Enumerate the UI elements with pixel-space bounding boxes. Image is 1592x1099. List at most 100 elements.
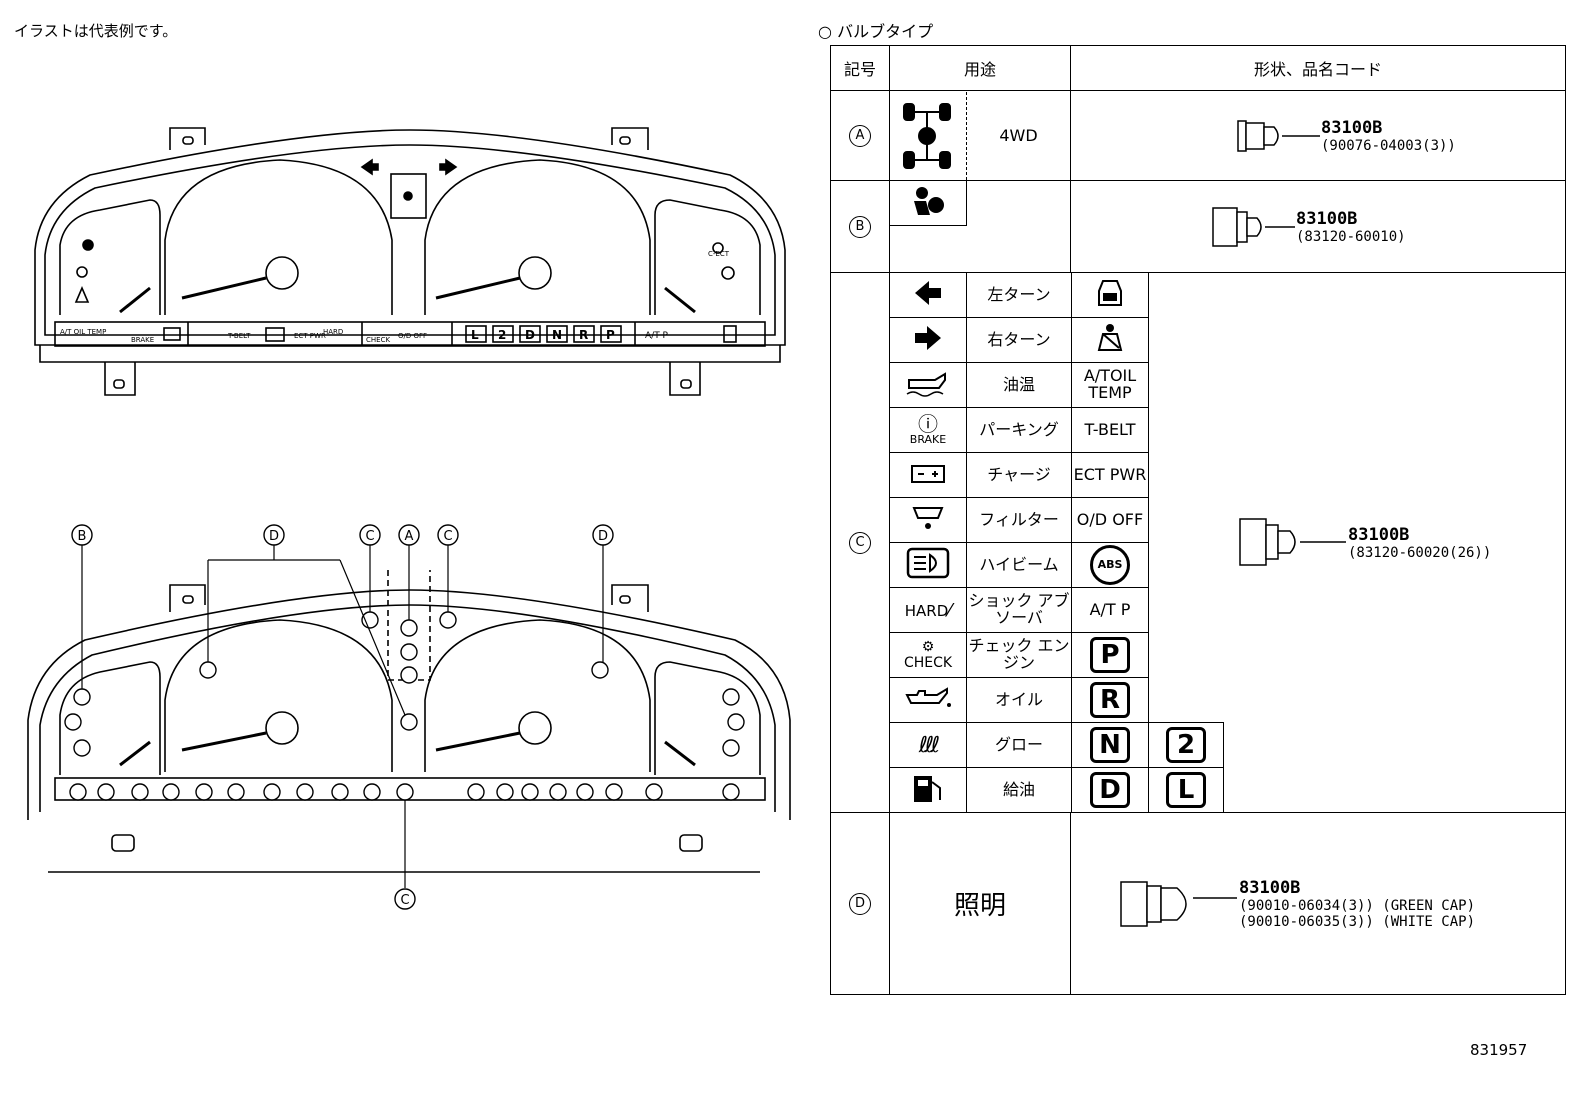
part-code-d-white: (90010-06035(3)) (WHITE CAP) xyxy=(1239,913,1476,930)
check-engine-icon: ⚙ xyxy=(921,639,935,655)
item-label: オイル xyxy=(966,677,1072,723)
shock-absorber-icon: ⁄ xyxy=(948,599,952,621)
illustration-note: イラストは代表例です。 xyxy=(14,22,178,40)
gear-n-icon: N xyxy=(1090,727,1130,763)
part-code-d-green: (90010-06034(3)) (GREEN CAP) xyxy=(1239,897,1476,914)
callout-markers: B D C A C D C xyxy=(71,524,614,910)
gear-r-icon: R xyxy=(1090,682,1130,718)
mark-d: D xyxy=(849,893,871,915)
callout-c-bottom: C xyxy=(394,888,416,910)
svg-text:C: C xyxy=(443,529,452,544)
svg-text:D: D xyxy=(269,529,279,544)
cluster-drawings: A/T OIL TEMP BRAKE T-BELT ECT PWR HARD C… xyxy=(27,127,791,910)
part-number-c: 83100B xyxy=(1348,524,1410,545)
high-beam-icon xyxy=(906,547,950,579)
panel-label-atoil: A/T OIL TEMP xyxy=(60,328,106,336)
right-turn-arrow-icon xyxy=(915,326,941,350)
callout-c-right: C xyxy=(437,524,459,546)
usage-illumination: 照明 xyxy=(889,812,1071,995)
table-row-b: B 83100B (83120-60010) xyxy=(830,180,1566,273)
part-number-b: 83100B xyxy=(1296,208,1358,229)
panel-label-ectpwr: ECT PWR xyxy=(294,332,326,340)
list-item: ハイビーム ABS xyxy=(889,542,1224,588)
header-usage: 用途 xyxy=(889,45,1071,91)
cluster-top-illustration xyxy=(34,127,786,396)
list-item: HARD⁄ ショック アブソーバ A/T P xyxy=(889,587,1224,633)
check-engine-icon-text: CHECK xyxy=(903,655,953,671)
socket-row-right xyxy=(467,783,740,801)
item-label: ショック アブソーバ xyxy=(966,587,1072,633)
mark-a: A xyxy=(849,125,871,147)
list-item: オイル R xyxy=(889,677,1224,723)
gear-p-icon: P xyxy=(1090,637,1130,673)
cluster-bottom-sockets xyxy=(64,611,745,801)
gear-d-icon: D xyxy=(1090,772,1130,808)
bulb-type-title-text: バルブタイプ xyxy=(837,22,934,41)
indicator-tbelt: T-BELT xyxy=(1071,407,1149,453)
socket-row-left xyxy=(69,783,414,801)
part-code-b: (83120-60010) xyxy=(1296,228,1406,245)
bulb-socket-capped-icon xyxy=(1120,880,1237,927)
part-code-a: (90076-04003(3)) xyxy=(1321,137,1456,154)
part-code-c: (83120-60020(26)) xyxy=(1348,544,1492,561)
cluster-top-labels: A/T OIL TEMP BRAKE T-BELT ECT PWR HARD C… xyxy=(60,250,730,344)
panel-label-brake: BRAKE xyxy=(131,336,154,344)
callout-d-left: D xyxy=(263,524,285,546)
gear-letter-n: N xyxy=(552,328,562,342)
indicator-atoil-temp: A/TOIL TEMP xyxy=(1071,362,1149,408)
gear-letter-l: L xyxy=(471,328,479,342)
callout-leaders xyxy=(81,545,604,888)
door-open-icon xyxy=(1098,280,1122,307)
list-item: 油温 A/TOIL TEMP xyxy=(889,362,1224,408)
item-label: グロー xyxy=(966,722,1072,768)
glow-plug-icon: ℓℓℓ xyxy=(918,732,940,758)
header-mark: 記号 xyxy=(830,45,890,91)
item-label: 油温 xyxy=(966,362,1072,408)
svg-text:C: C xyxy=(400,893,409,908)
item-label: ハイビーム xyxy=(966,542,1072,588)
bulb-type-table: 記号 用途 形状、品名コード A 4WD xyxy=(830,45,1566,995)
panel-label-atp: A/T P xyxy=(645,331,669,341)
list-item: 左ターン xyxy=(889,272,1224,318)
list-item: ⚙CHECK チェック エンジン P xyxy=(889,632,1224,678)
panel-label-cect: C-ECT xyxy=(708,250,730,258)
table-row-a: A 4WD 8 xyxy=(830,90,1566,181)
panel-label-odoff: O/D OFF xyxy=(398,332,427,340)
callout-d-right: D xyxy=(592,524,614,546)
gear-letter-d: D xyxy=(525,328,535,342)
panel-label-check: CHECK xyxy=(366,336,390,344)
abs-icon: ABS xyxy=(1090,545,1130,585)
bulb-socket-medium-icon xyxy=(1212,206,1295,247)
panel-label-tbelt: T-BELT xyxy=(227,332,251,340)
indicator-od-off: O/D OFF xyxy=(1071,497,1149,543)
list-item: ℓℓℓ グロー N 2 xyxy=(889,722,1224,768)
table-row-c: C 左ターン 右ターン 油温 xyxy=(830,272,1566,813)
gear-2-icon: 2 xyxy=(1166,727,1206,763)
gear-indicator-strip xyxy=(465,325,622,343)
fuel-pump-icon xyxy=(914,776,941,802)
gear-l-icon: L xyxy=(1166,772,1206,808)
item-label: 右ターン xyxy=(966,317,1072,363)
left-turn-arrow-icon xyxy=(915,281,941,305)
table-row-d: D 照明 83100B (90010-06034(3)) (GREEN CAP)… xyxy=(830,812,1566,995)
bulb-type-title: ○ バルブタイプ xyxy=(818,18,933,42)
part-number-d: 83100B xyxy=(1239,877,1301,898)
airbag-icon xyxy=(914,187,944,215)
list-item: 給油 D L xyxy=(889,767,1224,813)
svg-text:B: B xyxy=(78,529,87,544)
bulb-socket-large-icon xyxy=(1239,517,1346,566)
callout-b: B xyxy=(71,524,93,546)
callout-c-left: C xyxy=(359,524,381,546)
header-shape: 形状、品名コード xyxy=(1070,45,1566,91)
brake-warning-icon: ⓘ xyxy=(918,411,938,436)
list-item: 右ターン xyxy=(889,317,1224,363)
item-label: 左ターン xyxy=(966,272,1072,318)
list-item: チャージ ECT PWR xyxy=(889,452,1224,498)
circle-bullet-icon: ○ xyxy=(818,22,832,41)
oil-can-icon xyxy=(905,687,951,707)
item-label: パーキング xyxy=(966,407,1072,453)
svg-text:D: D xyxy=(598,529,608,544)
mark-c: C xyxy=(849,532,871,554)
item-label: チャージ xyxy=(966,452,1072,498)
